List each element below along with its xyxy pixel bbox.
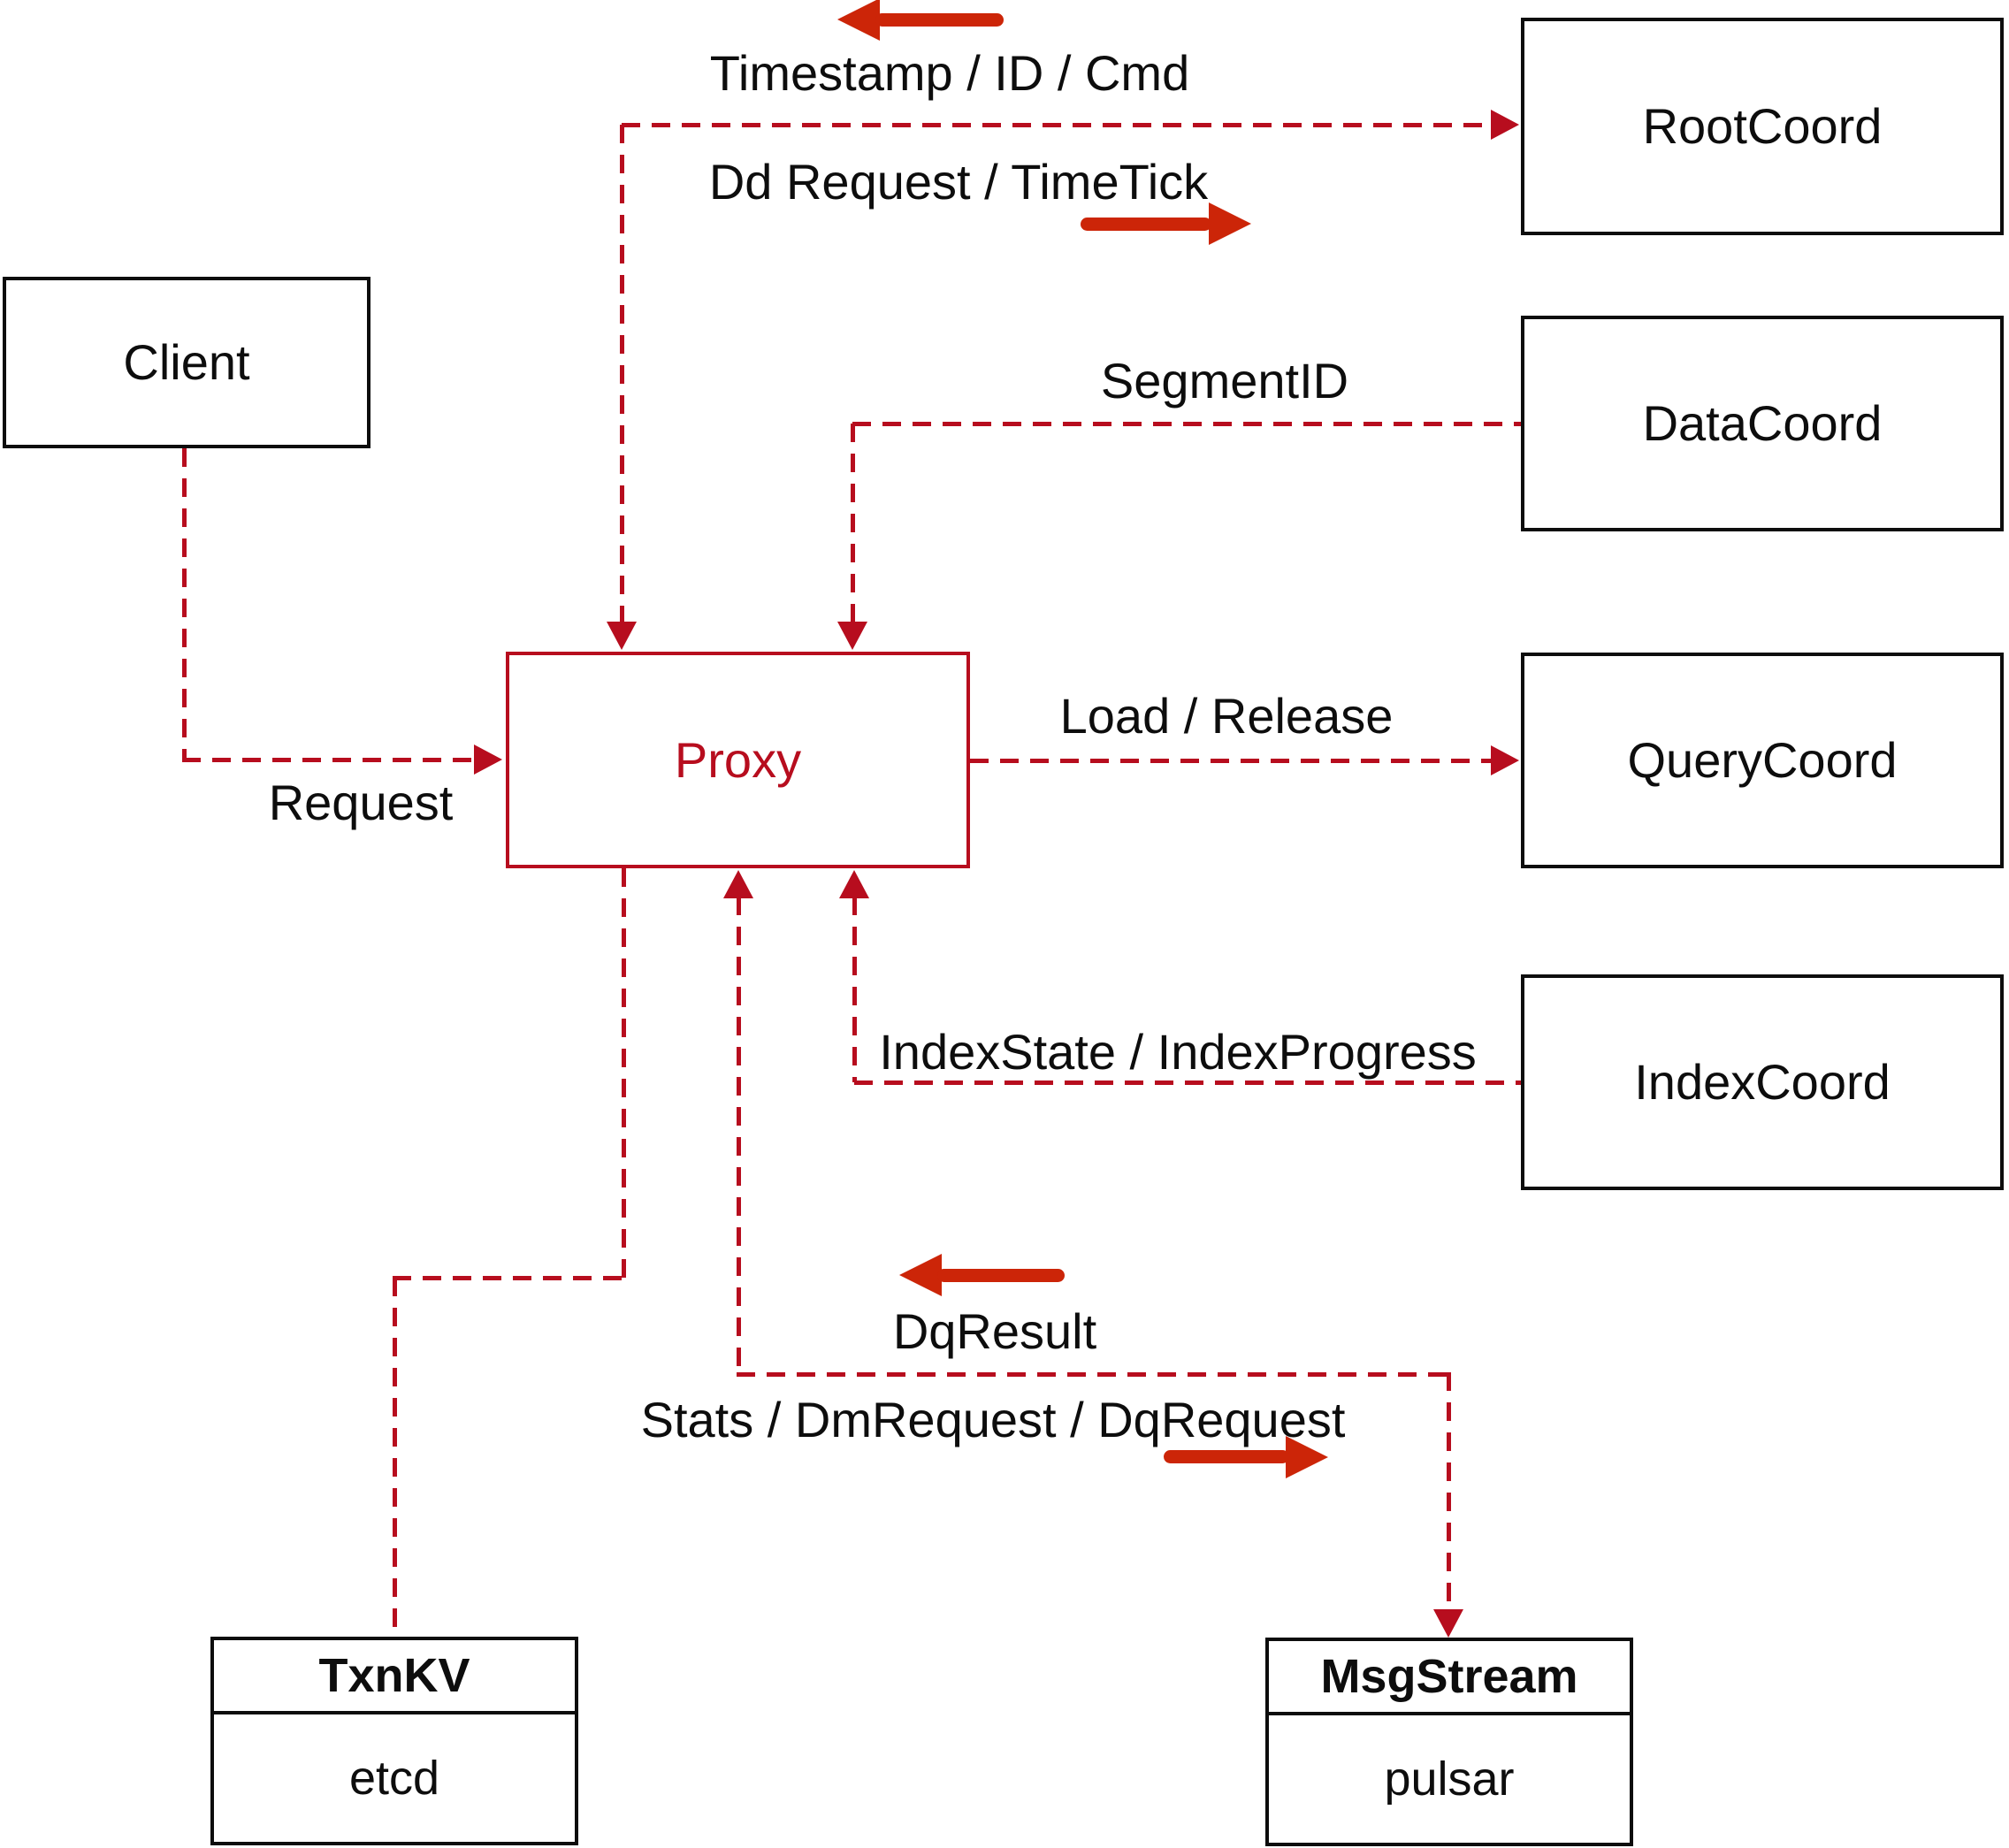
edge-msgstream-arrowhead — [1433, 1609, 1463, 1638]
edge-rootcoord-proxy-arrowhead — [607, 622, 637, 650]
edge-txnkv-horizontal — [393, 1276, 623, 1280]
node-msgstream-title: MsgStream — [1269, 1641, 1630, 1715]
node-txnkv-title: TxnKV — [214, 1640, 575, 1714]
edge-txnkv-vertical-2 — [393, 1278, 397, 1637]
edge-label-request: Request — [268, 775, 454, 830]
edge-label-load-release: Load / Release — [1059, 688, 1394, 744]
edge-msgstream-vertical-2 — [1447, 1372, 1451, 1609]
dqrequest-direction-arrow-icon — [1286, 1436, 1328, 1478]
node-proxy: Proxy — [506, 652, 970, 868]
ddrequest-direction-arrow-icon — [1209, 202, 1251, 245]
edge-indexcoord-proxy-arrowhead — [839, 870, 869, 898]
node-msgstream: MsgStream pulsar — [1265, 1638, 1633, 1846]
node-querycoord: QueryCoord — [1521, 653, 2004, 868]
node-txnkv: TxnKV etcd — [210, 1637, 578, 1845]
node-client: Client — [3, 277, 370, 448]
node-indexcoord-label: IndexCoord — [1634, 1054, 1891, 1111]
edge-label-segment-id: SegmentID — [1100, 353, 1349, 409]
node-datacoord-label: DataCoord — [1642, 395, 1883, 452]
edge-indexcoord-horizontal — [854, 1081, 1521, 1085]
node-datacoord: DataCoord — [1521, 316, 2004, 531]
edge-msgstream-horizontal — [737, 1372, 1451, 1377]
node-txnkv-subtitle: etcd — [348, 1752, 440, 1805]
edge-datacoord-horizontal — [852, 422, 1521, 426]
edge-request-horizontal — [182, 758, 474, 762]
node-rootcoord: RootCoord — [1521, 18, 2004, 235]
node-proxy-label: Proxy — [674, 731, 802, 788]
edge-request-arrowhead — [474, 745, 502, 775]
edge-indexcoord-vertical — [852, 897, 857, 1082]
edge-label-timestamp-id-cmd: Timestamp / ID / Cmd — [709, 45, 1190, 101]
edge-label-dq-result: DqResult — [892, 1303, 1097, 1359]
node-client-label: Client — [123, 334, 250, 391]
edge-querycoord-horizontal — [970, 759, 1491, 763]
dqresult-direction-arrow-icon — [899, 1254, 942, 1296]
node-indexcoord: IndexCoord — [1521, 974, 2004, 1190]
edge-request-vertical — [182, 448, 187, 760]
edge-datacoord-vertical — [851, 424, 855, 622]
edge-label-stats-dm-dq: Stats / DmRequest / DqRequest — [640, 1392, 1346, 1447]
edge-label-dd-request-timetick: Dd Request / TimeTick — [708, 154, 1209, 210]
node-msgstream-subtitle: pulsar — [1384, 1753, 1515, 1806]
edge-label-index-state-progress: IndexState / IndexProgress — [879, 1024, 1477, 1080]
edge-rootcoord-arrowhead — [1491, 110, 1519, 140]
timestamp-direction-arrow-shaft — [875, 13, 1004, 27]
ddrequest-direction-arrow-shaft — [1081, 218, 1211, 231]
node-rootcoord-label: RootCoord — [1642, 98, 1883, 155]
timestamp-direction-arrow-icon — [837, 0, 880, 41]
edge-rootcoord-vertical — [620, 125, 624, 622]
edge-querycoord-arrowhead — [1491, 745, 1519, 775]
dqrequest-direction-arrow-shaft — [1164, 1450, 1289, 1463]
edge-msgstream-vertical-1 — [737, 897, 741, 1374]
edge-rootcoord-horizontal — [622, 123, 1491, 127]
node-querycoord-label: QueryCoord — [1627, 732, 1898, 789]
edge-datacoord-proxy-arrowhead — [837, 622, 867, 650]
edge-txnkv-vertical-1 — [622, 868, 626, 1278]
edge-msgstream-proxy-arrowhead — [723, 870, 753, 898]
dqresult-direction-arrow-shaft — [937, 1269, 1065, 1282]
